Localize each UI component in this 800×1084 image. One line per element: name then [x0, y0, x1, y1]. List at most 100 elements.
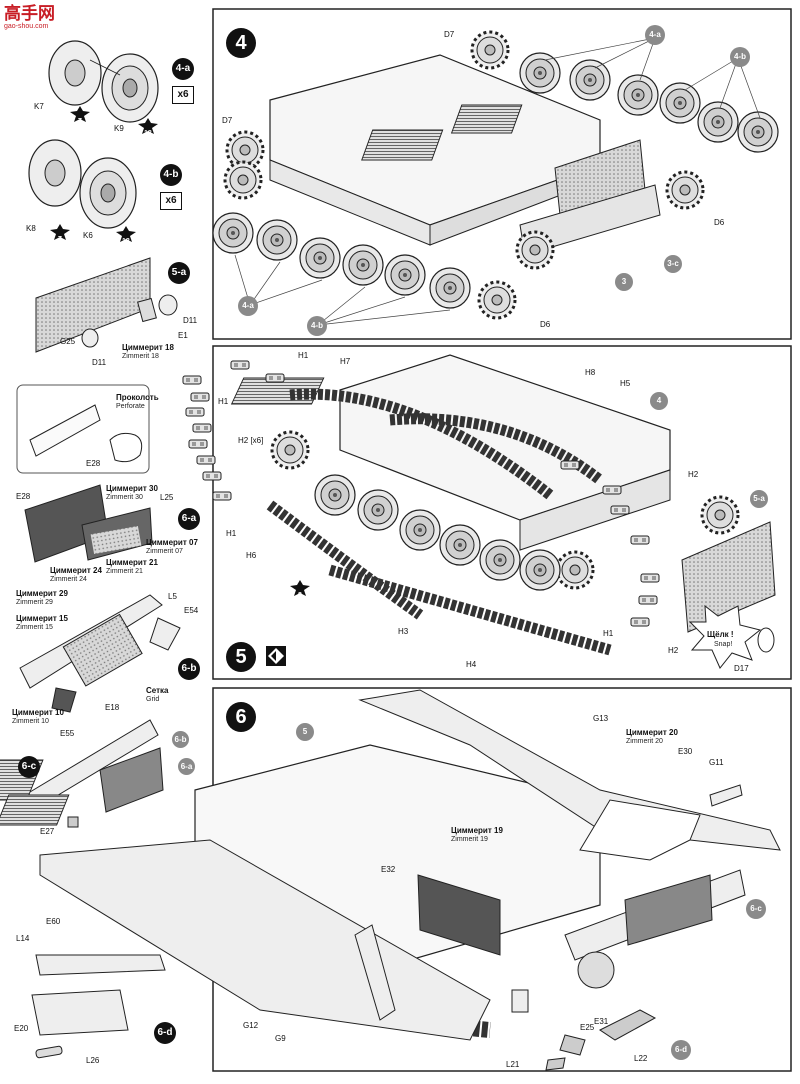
paint-k8-star-icon: 7: [50, 224, 70, 243]
part-l25-label: L25: [160, 493, 174, 502]
substep-4b-badge: 4-b: [160, 164, 182, 186]
part-e54-label: E54: [184, 606, 199, 615]
paint-8-star-icon: 8: [290, 580, 310, 599]
part-h7-label: H7: [340, 357, 351, 366]
part-g11-label: G11: [709, 758, 724, 767]
step-5-badge: 5: [226, 642, 256, 672]
zimmerit-24-ru: Циммерит 24: [50, 566, 102, 575]
part-d6-bottom-label: D6: [540, 320, 551, 329]
part-e32-label: E32: [381, 865, 396, 874]
callout-6c: 6-c: [746, 899, 766, 919]
part-d7-left-label: D7: [222, 116, 233, 125]
part-h8-label: H8: [585, 368, 596, 377]
step-5-flip-icon: [266, 646, 286, 666]
zimmerit-20-en: Zimmerit 20: [626, 738, 663, 745]
zimmerit-19-en: Zimmerit 19: [451, 836, 488, 843]
part-d11a-label: D11: [183, 316, 198, 325]
part-h2x6-label: H2 [x6]: [238, 436, 264, 445]
zimmerit-10-en: Zimmerit 10: [12, 718, 49, 725]
watermark-url: gao-shou.com: [4, 23, 49, 30]
zimmerit-21-en: Zimmerit 21: [106, 568, 143, 575]
callout-4a-top: 4-a: [645, 25, 665, 45]
part-e28-label: E28: [16, 492, 31, 501]
grid-ru: Сетка: [146, 686, 169, 695]
part-k8-label: K8: [26, 224, 36, 233]
snap-ru: Щёлк !: [707, 630, 734, 639]
part-k6-label: K6: [83, 231, 93, 240]
callout-4b-top: 4-b: [730, 47, 750, 67]
zimmerit-24-en: Zimmerit 24: [50, 576, 87, 583]
perforate-ru: Проколоть: [116, 393, 159, 402]
part-d17-label: D17: [734, 664, 749, 673]
callout-6d: 6-d: [671, 1040, 691, 1060]
part-d7-top-label: D7: [444, 30, 455, 39]
callout-3c: 3-c: [664, 255, 682, 273]
zimmerit-29-en: Zimmerit 29: [16, 599, 53, 606]
substep-6c-badge: 6-c: [18, 756, 40, 778]
part-e28-perforate-label: E28: [86, 459, 101, 468]
part-e30-label: E30: [678, 747, 693, 756]
part-h4-label: H4: [466, 660, 477, 669]
callout-6b: 6-b: [172, 731, 189, 748]
zimmerit-21-ru: Циммерит 21: [106, 558, 158, 567]
substep-4a-badge: 4-a: [172, 58, 194, 80]
paint-k9-star-icon: 18: [138, 118, 158, 137]
zimmerit-07-ru: Циммерит 07: [146, 538, 198, 547]
step-6-badge: 6: [226, 702, 256, 732]
zimmerit-29-ru: Циммерит 29: [16, 589, 68, 598]
zimmerit-19-ru: Циммерит 19: [451, 826, 503, 835]
part-h1-mid-label: H1: [218, 397, 229, 406]
part-e25-label: E25: [580, 1023, 595, 1032]
part-d11b-label: D11: [92, 358, 107, 367]
step-4-badge: 4: [226, 28, 256, 58]
callout-4: 4: [650, 392, 668, 410]
callout-5: 5: [296, 723, 314, 741]
part-h6-label: H6: [246, 551, 257, 560]
zimmerit-30-en: Zimmerit 30: [106, 494, 143, 501]
substep-4a-qty: x6: [172, 86, 194, 104]
callout-4b-bottom: 4-b: [307, 316, 327, 336]
substep-5a-badge: 5-a: [168, 262, 190, 284]
part-e31-label: E31: [594, 1017, 609, 1026]
substep-6a-badge: 6-a: [178, 508, 200, 530]
part-e27-label: E27: [40, 827, 55, 836]
part-h5-label: H5: [620, 379, 631, 388]
zimmerit-18-en: Zimmerit 18: [122, 353, 159, 360]
watermark-logo: 高手网 gao-shou.com: [4, 4, 55, 30]
zimmerit-07-en: Zimmerit 07: [146, 548, 183, 555]
zimmerit-10-ru: Циммерит 10: [12, 708, 64, 717]
part-l26-label: L26: [86, 1056, 100, 1065]
substep-6d-badge: 6-d: [154, 1022, 176, 1044]
part-l21-label: L21: [506, 1060, 520, 1069]
perforate-en: Perforate: [116, 403, 145, 410]
part-e55-label: E55: [60, 729, 75, 738]
zimmerit-15-en: Zimmerit 15: [16, 624, 53, 631]
callout-6a: 6-a: [178, 758, 195, 775]
callout-4a-bottom: 4-a: [238, 296, 258, 316]
part-l22-label: L22: [634, 1054, 648, 1063]
part-h3-label: H3: [398, 627, 409, 636]
zimmerit-30-ru: Циммерит 30: [106, 484, 158, 493]
callout-5a: 5-a: [750, 490, 768, 508]
snap-en: Snap!: [714, 641, 733, 648]
part-d6-right-label: D6: [714, 218, 725, 227]
paint-k7-star-icon: 7: [70, 106, 90, 125]
part-l5-label: L5: [168, 592, 177, 601]
part-g9-label: G9: [275, 1034, 286, 1043]
substep-6b-badge: 6-b: [178, 658, 200, 680]
part-h2-br-label: H2: [668, 646, 679, 655]
part-g12-label: G12: [243, 1021, 259, 1030]
callout-3: 3: [615, 273, 633, 291]
substep-4b-qty: x6: [160, 192, 182, 210]
zimmerit-18-ru: Циммерит 18: [122, 343, 174, 352]
part-k9-label: K9: [114, 124, 124, 133]
part-e1-label: E1: [178, 331, 188, 340]
part-e60-label: E60: [46, 917, 61, 926]
part-g13-label: G13: [593, 714, 609, 723]
zimmerit-15-ru: Циммерит 15: [16, 614, 68, 623]
part-k7-label: K7: [34, 102, 44, 111]
part-e20-label: E20: [14, 1024, 29, 1033]
watermark-title: 高手网: [4, 4, 55, 23]
part-h2-right-label: H2: [688, 470, 699, 479]
